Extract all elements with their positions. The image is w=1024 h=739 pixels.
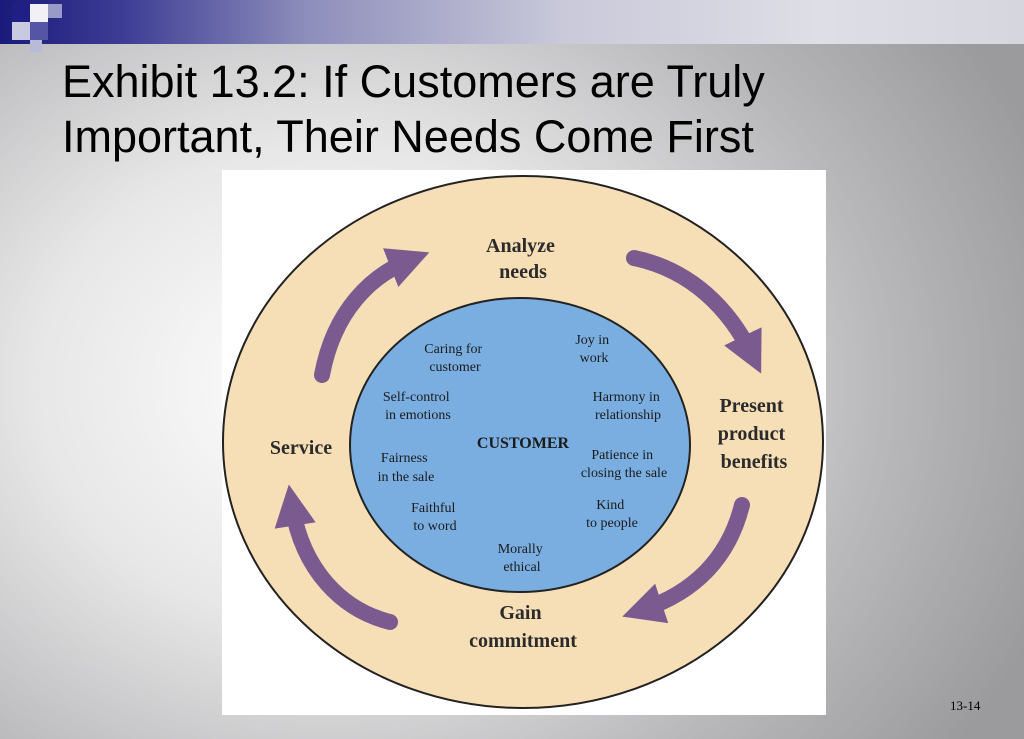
center-label-customer: CUSTOMER bbox=[477, 435, 570, 452]
value-label-morally-ethical: Morally ethical bbox=[498, 542, 547, 575]
decorative-square bbox=[30, 4, 48, 22]
slide-header-bar bbox=[0, 0, 1024, 44]
decorative-square bbox=[48, 4, 62, 18]
slide-title: Exhibit 13.2: If Customers are Truly Imp… bbox=[62, 54, 962, 164]
slide-title-line-2: Important, Their Needs Come First bbox=[62, 111, 754, 162]
step-label-analyze-needs: Analyze needs bbox=[486, 235, 560, 283]
value-label-joy: Joy in work bbox=[575, 333, 612, 366]
cycle-arrow-analyze-to-present bbox=[626, 250, 762, 374]
value-label-caring: Caring for customer bbox=[424, 342, 485, 375]
decorative-square bbox=[30, 40, 42, 52]
value-label-harmony: Harmony in relationship bbox=[593, 390, 664, 423]
value-label-patience: Patience in closing the sale bbox=[581, 448, 667, 481]
decorative-square bbox=[12, 4, 30, 22]
decorative-squares bbox=[0, 0, 80, 60]
cycle-arrow-present-to-gain bbox=[622, 497, 750, 624]
step-label-service: Service bbox=[270, 437, 332, 459]
cycle-arrow-gain-to-service bbox=[274, 484, 398, 630]
inner-circle bbox=[349, 297, 691, 593]
value-label-faithful: Faithful to word bbox=[411, 501, 459, 534]
value-label-self-control: Self-control in emotions bbox=[383, 390, 453, 423]
diagram-canvas: Analyze needs Present product benefits G… bbox=[222, 175, 824, 709]
value-label-kind: Kind to people bbox=[586, 498, 638, 531]
step-label-present-benefits: Present product benefits bbox=[718, 395, 790, 473]
customer-cycle-diagram: Analyze needs Present product benefits G… bbox=[222, 170, 826, 715]
step-label-gain-commitment: Gain commitment bbox=[469, 602, 577, 652]
slide-title-line-1: Exhibit 13.2: If Customers are Truly bbox=[62, 56, 765, 107]
slide-page-number: 13-14 bbox=[950, 698, 981, 713]
decorative-square bbox=[12, 22, 30, 40]
cycle-arrow-service-to-analyze bbox=[314, 248, 430, 383]
value-label-fairness: Fairness in the sale bbox=[378, 451, 435, 485]
decorative-square bbox=[30, 22, 48, 40]
